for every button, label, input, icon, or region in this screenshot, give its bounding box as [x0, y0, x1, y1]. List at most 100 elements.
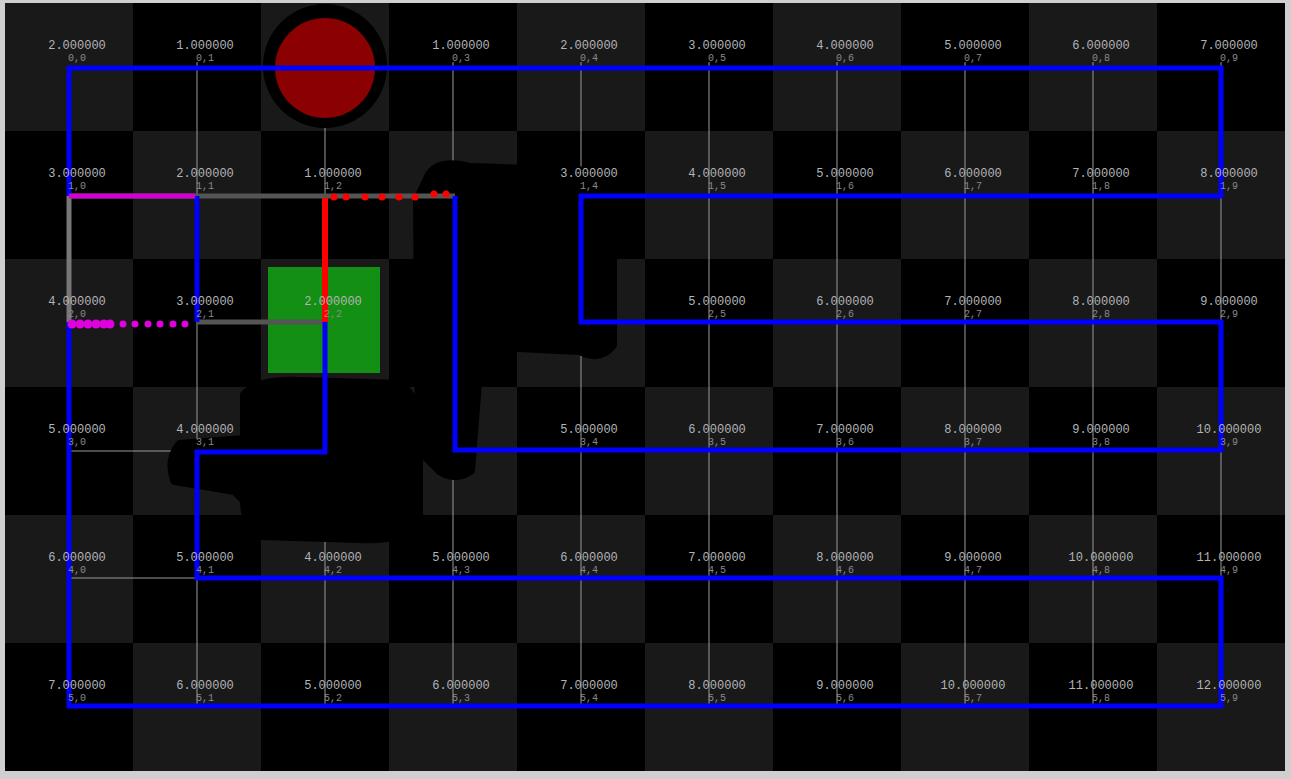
path-dot — [182, 321, 189, 328]
grid-line — [709, 62, 710, 704]
obstacle — [172, 382, 418, 538]
distance-value: 8.000000 — [1072, 296, 1130, 308]
cell-coordinate: 5,9 — [1220, 694, 1238, 704]
cell-coordinate: 5,4 — [580, 694, 598, 704]
grid-line — [70, 578, 197, 579]
distance-value: 5.000000 — [304, 680, 362, 692]
path-dot — [157, 321, 164, 328]
cell-coordinate: 5,6 — [836, 694, 854, 704]
distance-value: 5.000000 — [176, 552, 234, 564]
path-dot — [76, 320, 85, 329]
cell-coordinate: 4,5 — [708, 566, 726, 576]
cell-coordinate: 0,9 — [1220, 54, 1238, 64]
cell-coordinate: 0,5 — [708, 54, 726, 64]
path-dot — [132, 321, 139, 328]
distance-value: 2.000000 — [176, 168, 234, 180]
cell-coordinate: 5,1 — [196, 694, 214, 704]
cell-coordinate: 1,0 — [68, 182, 86, 192]
cell-coordinate: 1,1 — [196, 182, 214, 192]
distance-value: 8.000000 — [944, 424, 1002, 436]
cell-coordinate: 5,5 — [708, 694, 726, 704]
distance-value: 5.000000 — [816, 168, 874, 180]
distance-value: 6.000000 — [1072, 40, 1130, 52]
path-dot — [362, 194, 369, 201]
cell-coordinate: 1,6 — [836, 182, 854, 192]
path-dot — [431, 191, 438, 198]
distance-value: 3.000000 — [688, 40, 746, 52]
cell-coordinate: 1,4 — [580, 182, 598, 192]
distance-value: 9.000000 — [1072, 424, 1130, 436]
distance-value: 8.000000 — [816, 552, 874, 564]
cell-coordinate: 1,9 — [1220, 182, 1238, 192]
distance-value: 5.000000 — [688, 296, 746, 308]
distance-value: 2.000000 — [560, 40, 618, 52]
distance-value: 10.000000 — [1197, 424, 1262, 436]
distance-value: 7.000000 — [560, 680, 618, 692]
distance-value: 6.000000 — [432, 680, 490, 692]
distance-value: 5.000000 — [48, 424, 106, 436]
path-dot — [379, 194, 386, 201]
distance-value: 6.000000 — [688, 424, 746, 436]
cell-coordinate: 0,4 — [580, 54, 598, 64]
cell-coordinate: 4,6 — [836, 566, 854, 576]
cell-coordinate: 0,6 — [836, 54, 854, 64]
path-dot — [84, 320, 93, 329]
cell-coordinate: 4,9 — [1220, 566, 1238, 576]
grid-line — [837, 62, 838, 704]
distance-value: 4.000000 — [304, 552, 362, 564]
grid-line — [581, 62, 582, 704]
cell-coordinate: 3,1 — [196, 438, 214, 448]
distance-value: 5.000000 — [944, 40, 1002, 52]
cell-coordinate: 2,5 — [708, 310, 726, 320]
cell-coordinate: 2,0 — [68, 310, 86, 320]
cell-coordinate: 5,2 — [324, 694, 342, 704]
cell-coordinate: 3,0 — [68, 438, 86, 448]
cell-coordinate: 0,8 — [1092, 54, 1110, 64]
distance-value: 6.000000 — [816, 296, 874, 308]
cell-coordinate: 1,8 — [1092, 182, 1110, 192]
distance-value: 7.000000 — [944, 296, 1002, 308]
distance-value: 8.000000 — [1200, 168, 1258, 180]
distance-value: 7.000000 — [1200, 40, 1258, 52]
distance-value: 8.000000 — [688, 680, 746, 692]
cell-coordinate: 4,7 — [964, 566, 982, 576]
cell-coordinate: 1,7 — [964, 182, 982, 192]
grid-line — [1093, 62, 1094, 704]
cell-coordinate: 3,8 — [1092, 438, 1110, 448]
distance-value: 1.000000 — [176, 40, 234, 52]
distance-value: 9.000000 — [816, 680, 874, 692]
distance-value: 3.000000 — [48, 168, 106, 180]
distance-value: 3.000000 — [176, 296, 234, 308]
distance-value: 4.000000 — [688, 168, 746, 180]
path-segment — [197, 320, 325, 325]
distance-value: 4.000000 — [816, 40, 874, 52]
distance-value: 7.000000 — [48, 680, 106, 692]
distance-value: 11.000000 — [1069, 680, 1134, 692]
cell-coordinate: 3,6 — [836, 438, 854, 448]
distance-value: 7.000000 — [816, 424, 874, 436]
path-dot — [396, 194, 403, 201]
map-ground — [5, 3, 1285, 771]
cell-coordinate: 5,0 — [68, 694, 86, 704]
path-dot — [120, 321, 127, 328]
cell-coordinate: 2,6 — [836, 310, 854, 320]
cell-coordinate: 0,3 — [452, 54, 470, 64]
cell-coordinate: 3,7 — [964, 438, 982, 448]
cell-coordinate: 4,0 — [68, 566, 86, 576]
cell-coordinate: 0,7 — [964, 54, 982, 64]
cell-coordinate: 5,3 — [452, 694, 470, 704]
distance-value: 7.000000 — [1072, 168, 1130, 180]
distance-value: 3.000000 — [560, 168, 618, 180]
distance-value: 10.000000 — [1069, 552, 1134, 564]
path-dot — [68, 320, 77, 329]
grid-line — [965, 62, 966, 704]
distance-value: 1.000000 — [432, 40, 490, 52]
cell-coordinate: 2,2 — [324, 310, 342, 320]
boundary-line — [69, 322, 1221, 706]
distance-value: 5.000000 — [560, 424, 618, 436]
cell-coordinate: 1,5 — [708, 182, 726, 192]
cell-coordinate: 4,2 — [324, 566, 342, 576]
cell-coordinate: 3,5 — [708, 438, 726, 448]
